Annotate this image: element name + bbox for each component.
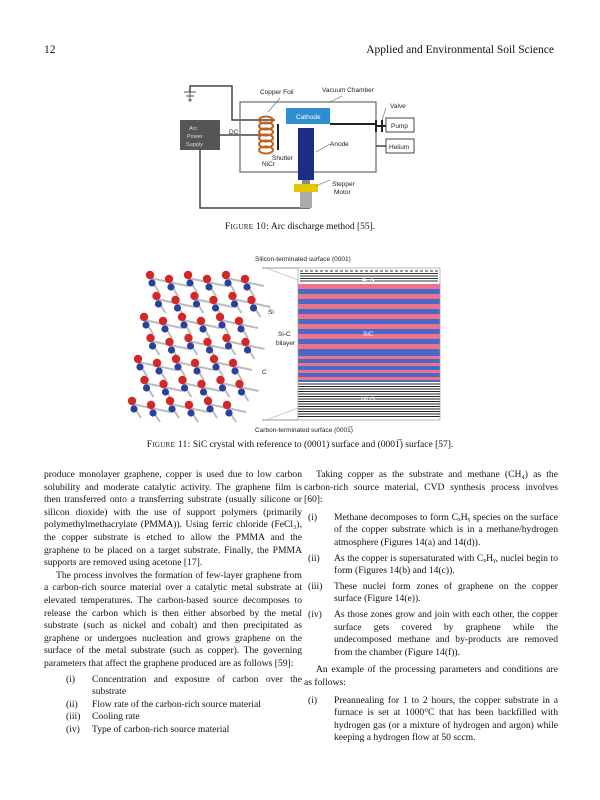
right-paragraph-1: Taking copper as the substrate and metha… bbox=[304, 469, 558, 506]
list-item: (i)Concentration and exposure of carbon … bbox=[66, 673, 302, 698]
list-item: (ii)Flow rate of the carbon-rich source … bbox=[66, 698, 261, 710]
label-cathode: Cathode bbox=[296, 114, 321, 121]
list-item: (ii)As the copper is supersaturated with… bbox=[308, 552, 558, 577]
label-bottom-surface: Carbon-terminated surface (0001̅) bbox=[255, 426, 353, 434]
figure-11-text: SiC crystal with reference to (0001) sur… bbox=[190, 440, 454, 450]
label-shutter: Shutter bbox=[272, 155, 294, 162]
left-paragraph-2: The process involves the formation of fe… bbox=[44, 569, 302, 669]
list-item: (i)Methane decomposes to form CₓHᵧ speci… bbox=[308, 511, 558, 548]
cvd-steps-list: (i)Methane decomposes to form CₓHᵧ speci… bbox=[304, 512, 558, 660]
label-motor: Motor bbox=[334, 189, 351, 196]
list-item: (iv)As those zones grow and join with ea… bbox=[308, 608, 558, 658]
sic-lattice bbox=[127, 270, 271, 423]
pump-box bbox=[385, 117, 415, 133]
figure-10-label: Figure 10: bbox=[224, 222, 270, 232]
label-nicr: NiCr bbox=[262, 161, 276, 168]
journal-title: Applied and Environmental Soil Science bbox=[366, 44, 554, 56]
list-item: (iii)Cooling rate bbox=[66, 711, 140, 723]
anode-rod bbox=[298, 128, 314, 180]
parameter-list: (i)Concentration and exposure of carbon … bbox=[44, 674, 302, 737]
figure-10: Copper Foil Vacuum Chamber Cathode Valve… bbox=[0, 80, 600, 215]
list-item: (iii)These nuclei form zones of graphene… bbox=[308, 580, 558, 605]
label-sic: SiC bbox=[363, 331, 374, 338]
left-paragraph-1: produce monolayer graphene, copper is us… bbox=[44, 469, 302, 569]
figure-10-text: Arc discharge method [55]. bbox=[269, 222, 376, 232]
sic-crystal-diagram: Silicon-terminated surface (0001) Carbon… bbox=[127, 256, 441, 434]
label-sic-bilayer-1: Si-C bbox=[278, 331, 291, 338]
arc-discharge-diagram: Copper Foil Vacuum Chamber Cathode Valve… bbox=[180, 85, 415, 209]
stepper-motor bbox=[294, 184, 318, 192]
label-stepper: Stepper bbox=[332, 181, 356, 188]
list-item: (i)Preannealing for 1 to 2 hours, the co… bbox=[308, 694, 558, 744]
label-valve: Valve bbox=[390, 103, 406, 110]
label-power: Power bbox=[187, 134, 203, 140]
page-number: 12 bbox=[44, 44, 56, 56]
label-pump: Pump bbox=[391, 123, 408, 130]
label-mlg: MLG bbox=[361, 396, 375, 403]
label-anode: Anode bbox=[330, 141, 349, 148]
figure-11-label: Figure 11: bbox=[146, 440, 191, 450]
copper-coil bbox=[258, 115, 274, 155]
label-c: C bbox=[262, 369, 267, 376]
label-flg: FLG bbox=[362, 278, 375, 285]
list-item: (iv)Type of carbon-rich source material bbox=[66, 723, 230, 735]
label-dc: DC bbox=[229, 129, 239, 136]
label-arc: Arc bbox=[189, 126, 198, 132]
left-column: produce monolayer graphene, copper is us… bbox=[44, 469, 302, 736]
cathode-block bbox=[286, 108, 330, 124]
figure-11-caption: Figure 11: SiC crystal with reference to… bbox=[0, 440, 600, 450]
sic-layers bbox=[298, 268, 440, 420]
right-column: Taking copper as the substrate and metha… bbox=[304, 469, 558, 745]
label-supply: Supply bbox=[186, 142, 203, 148]
conditions-list: (i)Preannealing for 1 to 2 hours, the co… bbox=[304, 695, 558, 745]
figure-10-caption: Figure 10: Arc discharge method [55]. bbox=[0, 222, 600, 232]
power-supply-box bbox=[180, 120, 220, 150]
label-sic-bilayer-2: bilayer bbox=[276, 340, 296, 347]
label-copper-foil: Copper Foil bbox=[260, 89, 294, 96]
label-helium: Helium bbox=[389, 144, 409, 151]
label-si: Si bbox=[268, 309, 274, 316]
label-vacuum-chamber: Vacuum Chamber bbox=[322, 87, 375, 94]
label-top-surface: Silicon-terminated surface (0001) bbox=[255, 256, 351, 263]
right-paragraph-2: An example of the processing parameters … bbox=[304, 664, 558, 688]
figure-11: Silicon-terminated surface (0001) Carbon… bbox=[0, 252, 600, 434]
helium-box bbox=[385, 138, 415, 154]
